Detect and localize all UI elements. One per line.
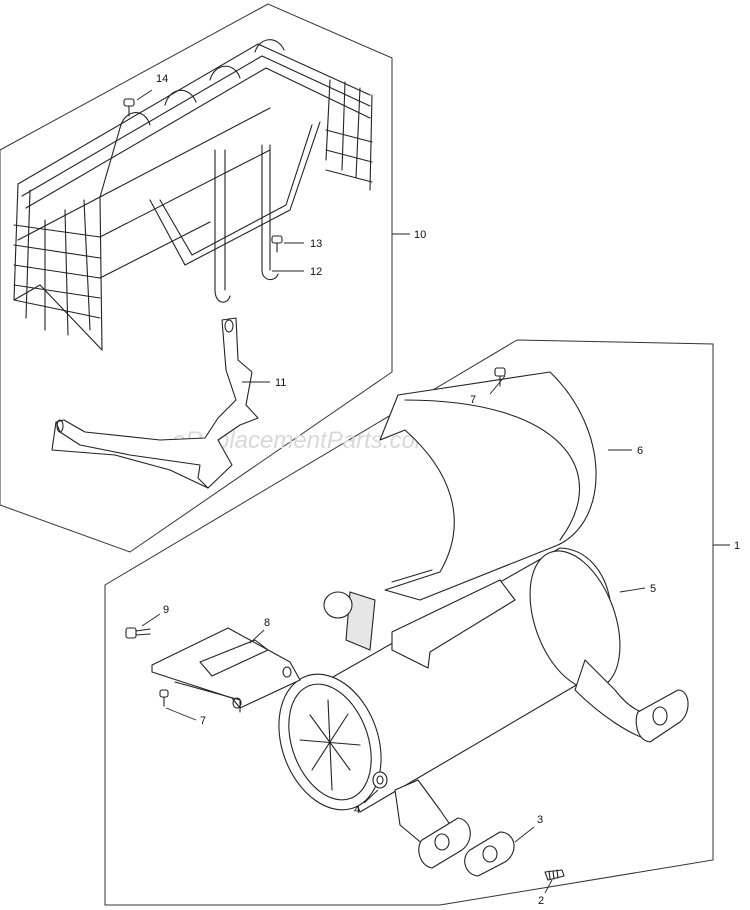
- screw-7-top: [494, 367, 506, 387]
- front-exhaust-pipe: [394, 779, 471, 869]
- callout-11: 11: [275, 377, 286, 389]
- support-bracket-8: [151, 627, 301, 713]
- callout-2: 2: [538, 895, 544, 907]
- callout-10: 10: [414, 229, 426, 241]
- heat-shield-6: [379, 371, 597, 601]
- wire-cage-guard: [13, 39, 373, 351]
- callout-4: 4: [354, 804, 360, 816]
- callout-12: 12: [310, 266, 322, 278]
- rear-exhaust-pipe: [574, 659, 689, 743]
- callout-7-top: 7: [470, 394, 476, 406]
- callout-8: 8: [264, 617, 270, 629]
- callout-3: 3: [537, 814, 543, 826]
- callout-14: 14: [156, 73, 168, 85]
- upper-panel-frame: [0, 3, 393, 553]
- callout-9: 9: [163, 604, 169, 616]
- screw-7-lower: [159, 689, 169, 707]
- callout-7-lower: 7: [200, 715, 206, 727]
- muffler-body-5: [278, 547, 621, 813]
- screw-13: [271, 235, 283, 253]
- gasket-3: [464, 831, 515, 877]
- callout-1: 1: [734, 540, 740, 552]
- stud-2: [544, 869, 565, 881]
- mounting-bracket-11: [51, 317, 259, 489]
- leader-lines: [136, 89, 730, 894]
- callout-13: 13: [310, 238, 322, 250]
- callout-6: 6: [637, 445, 643, 457]
- nut-4: [372, 771, 388, 789]
- screw-14: [123, 98, 135, 117]
- lower-panel-frame: [104, 339, 714, 906]
- callout-5: 5: [650, 583, 656, 595]
- screw-9: [125, 627, 151, 639]
